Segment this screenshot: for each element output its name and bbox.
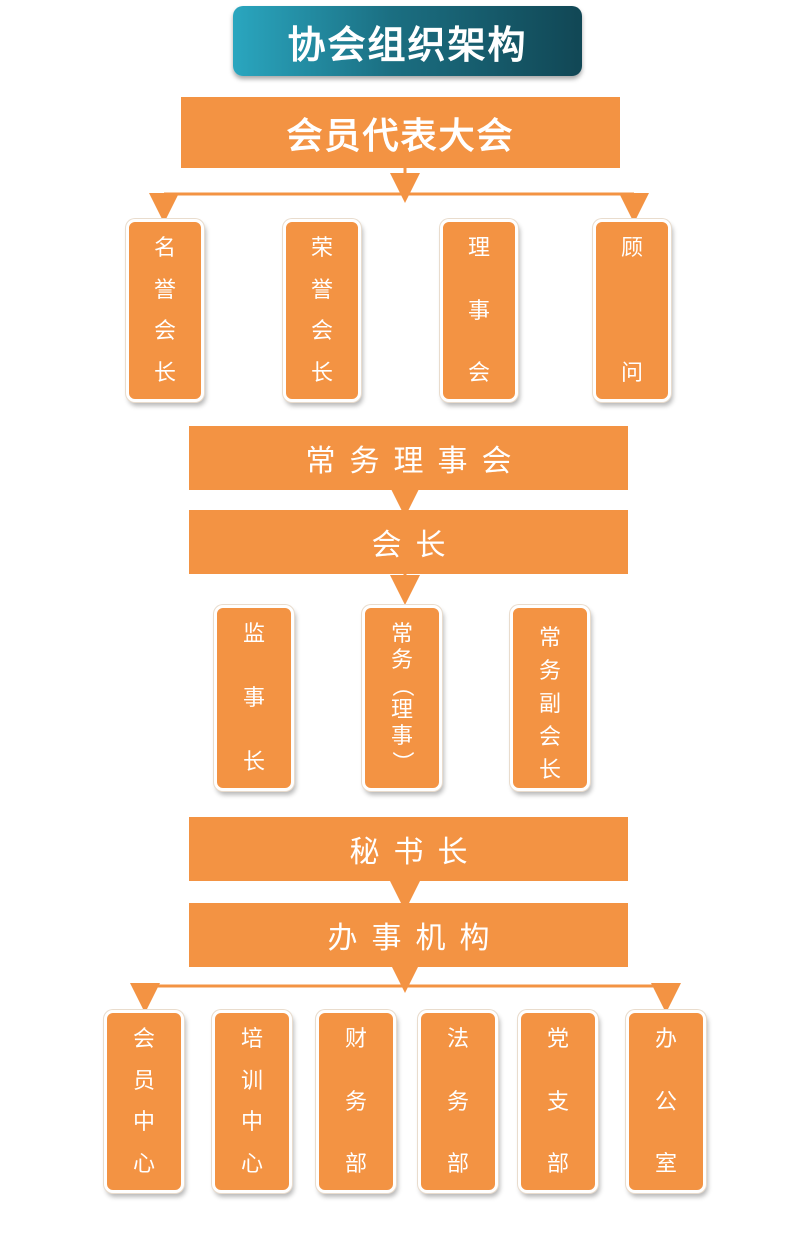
node-char: （ — [388, 674, 414, 698]
node-char: 长 — [310, 360, 333, 386]
node-char: 会 — [310, 319, 333, 345]
node-honorary-president-2: 荣 誉 会 长 — [283, 219, 361, 402]
node-char: 培 — [240, 1027, 263, 1052]
node-char: 荣 — [310, 236, 333, 261]
node-standing-council-label: 常务理事会 — [305, 444, 526, 479]
node-member-center: 会 员 中 心 — [104, 1010, 184, 1193]
node-char: 室 — [654, 1152, 677, 1177]
node-char: 部 — [344, 1152, 367, 1177]
node-char: 监 — [242, 622, 265, 647]
node-finance-dept: 财 务 部 — [316, 1010, 396, 1193]
node-char: 务 — [446, 1089, 469, 1115]
node-char: 支 — [546, 1089, 569, 1115]
node-char: 长 — [242, 750, 265, 775]
node-general-office: 办 公 室 — [626, 1010, 706, 1193]
node-char: 务 — [344, 1089, 367, 1115]
node-office-label: 办事机构 — [327, 921, 504, 956]
chart-title-text: 协会组织架构 — [287, 22, 528, 67]
node-char: 副 — [538, 692, 561, 717]
node-char: 常 — [538, 626, 561, 651]
node-char: 心 — [132, 1151, 155, 1177]
node-member-congress: 会员代表大会 — [181, 97, 620, 168]
chart-title: 协会组织架构 — [233, 6, 582, 76]
node-char: 部 — [546, 1152, 569, 1177]
node-office: 办事机构 — [189, 903, 628, 967]
node-char: 会 — [538, 725, 561, 750]
node-char: 誉 — [153, 277, 176, 303]
node-char: 会 — [132, 1027, 155, 1052]
node-char: 公 — [654, 1089, 677, 1115]
node-char: 心 — [240, 1151, 263, 1177]
node-secretary-general: 秘书长 — [189, 817, 628, 881]
node-advisor: 顾 问 — [593, 219, 671, 402]
node-char: 常 — [390, 622, 413, 647]
node-char: 事 — [390, 724, 413, 749]
node-char: 问 — [620, 361, 643, 386]
node-char: 党 — [546, 1027, 569, 1052]
node-char: 务 — [390, 648, 413, 673]
node-president-label: 会长 — [371, 528, 460, 563]
node-char: 理 — [390, 698, 413, 723]
node-honorary-president-1: 名 誉 会 长 — [126, 219, 204, 402]
node-char: 长 — [153, 360, 176, 386]
node-char: 务 — [538, 659, 561, 684]
node-chief-supervisor: 监 事 长 — [214, 605, 294, 791]
node-char: 部 — [446, 1152, 469, 1177]
node-char: 员 — [132, 1068, 155, 1094]
node-training-center: 培 训 中 心 — [212, 1010, 292, 1193]
node-char: 会 — [467, 361, 490, 386]
node-char: 中 — [132, 1110, 155, 1136]
node-char: 誉 — [310, 277, 333, 303]
node-char: 法 — [446, 1027, 469, 1052]
node-member-congress-label: 会员代表大会 — [286, 115, 515, 157]
node-standing-vice-president: 常 务 副 会 长 — [510, 605, 590, 791]
node-legal-dept: 法 务 部 — [418, 1010, 498, 1193]
node-char: 事 — [467, 298, 490, 324]
node-char: 事 — [242, 686, 265, 711]
node-char: 理 — [467, 236, 490, 261]
node-char: 名 — [153, 236, 176, 261]
node-char: 财 — [344, 1027, 367, 1052]
node-char: 长 — [538, 758, 561, 783]
node-char: ） — [388, 750, 414, 774]
node-standing-director: 常 务 （ 理 事 ） — [362, 605, 442, 791]
node-char: 训 — [240, 1068, 263, 1094]
node-char: 中 — [240, 1110, 263, 1136]
node-president: 会长 — [189, 510, 628, 574]
node-council: 理 事 会 — [440, 219, 518, 402]
node-char: 顾 — [620, 236, 643, 261]
node-secretary-general-label: 秘书长 — [349, 835, 482, 870]
node-standing-council: 常务理事会 — [189, 426, 628, 490]
node-char: 会 — [153, 319, 176, 345]
node-party-branch: 党 支 部 — [518, 1010, 598, 1193]
node-char: 办 — [654, 1027, 677, 1052]
